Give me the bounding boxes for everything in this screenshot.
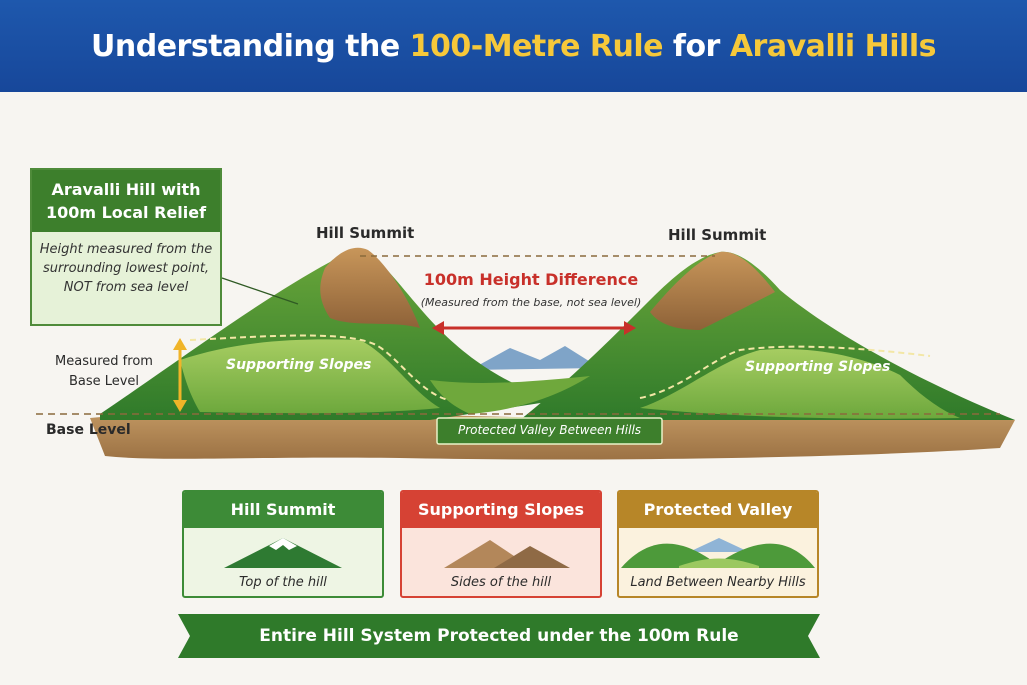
left-slope-band [180,339,440,414]
legend-card-title: Protected Valley [619,492,817,528]
valley-floor [430,376,590,414]
title-highlight-rule: 100-Metre Rule [409,28,664,64]
arrow-head-right [624,321,636,335]
slopes-icon [444,540,570,568]
measurement-arrow-bottom [173,400,187,412]
banner-ribbon [178,614,820,658]
banner-text: Entire Hill System Protected under the 1… [259,626,739,646]
right-slope-boundary [639,345,931,399]
bottom-banner: Entire Hill System Protected under the 1… [178,614,820,658]
height-difference-label: 100m Height Difference [423,270,639,289]
measured-from-label: Measured from Base Level [55,354,153,389]
height-difference-note: (Measured from the base, not sea level) [420,296,642,309]
relief-callout: Aravalli Hill with 100m Local Relief Hei… [30,168,222,326]
summit-label-left: Hill Summit [316,224,415,242]
right-summit-rock [650,251,775,330]
legend-card-caption: Land Between Nearby Hills [630,575,806,590]
valley-label: Protected Valley Between Hills [457,423,642,437]
legend-card-caption: Top of the hill [239,575,327,590]
title-bar: Understanding the 100-Metre Rule for Ara… [0,0,1027,92]
callout-connector [221,277,299,305]
right-slope-band [640,349,960,419]
mountain-icon [224,538,342,568]
legend-card-summit: Hill Summit Top of the hill [182,490,384,598]
supporting-slopes-label-right: Supporting Slopes [745,359,891,375]
hill-landscape-illustration [36,247,1015,460]
page-title: Understanding the 100-Metre Rule for Ara… [91,29,936,64]
summit-label-right: Hill Summit [668,226,767,244]
arrow-head-left [432,321,444,335]
legend-card-title: Supporting Slopes [402,492,600,528]
legend-card-valley: Protected Valley Land Between Nearby Hil… [617,490,819,598]
left-slope-boundary [189,334,449,401]
supporting-slopes-label-left: Supporting Slopes [226,357,372,373]
legend-card-caption: Sides of the hill [450,575,552,590]
callout-heading: Aravalli Hill with 100m Local Relief [32,170,220,232]
callout-body: Height measured from the surrounding low… [39,242,213,295]
distant-mountains [470,346,600,370]
measurement-arrow-top [173,338,187,350]
valley-label-box [436,417,663,445]
legend-card-title: Hill Summit [184,492,382,528]
base-level-label: Base Level [46,422,131,438]
title-text: Understanding the [91,28,410,64]
legend-card-slopes: Supporting Slopes Sides of the hill [400,490,602,598]
left-summit-rock [320,247,420,328]
valley-icon [621,538,815,568]
title-highlight-hills: Aravalli Hills [729,28,937,64]
title-text-for: for [662,28,730,64]
